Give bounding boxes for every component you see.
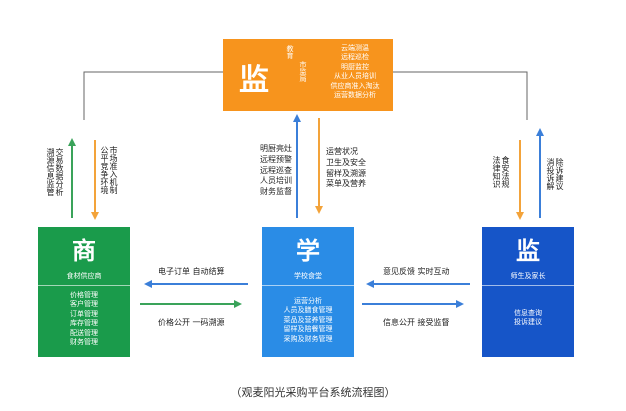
school-list-item: 运营分析 bbox=[294, 297, 322, 305]
supplier-list-item: 订单管理 bbox=[70, 309, 98, 318]
top-list-item: 供应商准入淘汰 bbox=[330, 81, 380, 90]
connector-top-right bbox=[393, 71, 528, 120]
right-bottom-h-label: 信息公开 接受监督 bbox=[383, 318, 450, 327]
supplier-list-item: 客户管理 bbox=[70, 300, 98, 309]
top-list-item: 云端测温 bbox=[341, 44, 369, 52]
center-up-item: 远程巡查 bbox=[260, 165, 292, 175]
parents-box-char: 监 bbox=[516, 237, 540, 265]
right-down-label: 食安法规 法律知识 bbox=[492, 156, 510, 188]
supplier-box-char: 商 bbox=[72, 237, 96, 265]
school-list-item: 留样及陪餐管理 bbox=[283, 325, 333, 334]
center-down-label: 运营状况 卫生及安全 留样及溯源 菜单及营养 bbox=[326, 147, 382, 190]
top-side-label-0: 教育 bbox=[286, 45, 294, 59]
school-list-item: 人员及膳食管理 bbox=[283, 306, 333, 315]
school-box-list: 运营分析 人员及膳食管理 菜品及营养管理 留样及陪餐管理 采购及财务管理 bbox=[262, 297, 354, 344]
left-up-col: 溯源信息监管 bbox=[46, 148, 55, 196]
center-up-label: 明厨亮灶 远程预警 远程巡查 人员培训 财务监督 bbox=[232, 144, 292, 198]
school-box-title: 学校食堂 bbox=[294, 272, 322, 280]
top-supervision-box: 监 教育 市监局 云端测温 远程巡检 明厨监控 从业人员培训 供应商准入淘汰 运… bbox=[223, 39, 393, 111]
top-list-item: 运营数据分析 bbox=[334, 91, 376, 100]
left-down-label: 市场准入机制 公平竞争环境 bbox=[100, 146, 118, 194]
top-list-item: 明厨监控 bbox=[341, 62, 369, 71]
school-box-divider bbox=[262, 285, 354, 286]
school-list-item: 菜品及营养管理 bbox=[283, 315, 333, 324]
supplier-box-title: 食材供应商 bbox=[66, 272, 102, 280]
school-list-item: 采购及财务管理 bbox=[283, 334, 333, 343]
supplier-box-divider bbox=[38, 285, 130, 286]
center-down-item: 卫生及安全 bbox=[326, 157, 366, 167]
parents-box-divider bbox=[482, 285, 574, 286]
center-down-item: 菜单及营养 bbox=[326, 179, 366, 189]
left-up-col: 交易数据分析 bbox=[55, 148, 64, 196]
top-box-list: 云端测温 远程巡检 明厨监控 从业人员培训 供应商准入淘汰 运营数据分析 bbox=[319, 44, 391, 101]
parents-list-item: 信息查询 bbox=[514, 309, 542, 317]
supplier-box: 商 食材供应商 价格管理 客户管理 订单管理 库存管理 配送管理 财务管理 bbox=[38, 227, 130, 357]
center-up-item: 明厨亮灶 bbox=[260, 144, 292, 153]
center-up-item: 人员培训 bbox=[260, 176, 292, 186]
right-down-col: 法律知识 bbox=[492, 156, 501, 188]
right-down-col: 食安法规 bbox=[501, 156, 510, 188]
supplier-box-list: 价格管理 客户管理 订单管理 库存管理 配送管理 财务管理 bbox=[38, 291, 130, 348]
center-up-item: 财务监督 bbox=[260, 187, 292, 197]
connector-top-left bbox=[83, 71, 223, 120]
parents-box-list: 信息查询 投诉建议 bbox=[482, 309, 574, 328]
left-top-h-label: 电子订单 自动结算 bbox=[158, 267, 225, 276]
supplier-list-item: 价格管理 bbox=[70, 291, 98, 299]
right-up-col: 除诉建议 bbox=[555, 158, 564, 190]
supplier-list-item: 库存管理 bbox=[70, 319, 98, 328]
top-box-char: 监 bbox=[239, 63, 269, 98]
supplier-list-item: 财务管理 bbox=[70, 338, 98, 347]
left-down-col: 公平竞争环境 bbox=[100, 146, 109, 194]
top-list-item: 从业人员培训 bbox=[334, 72, 376, 81]
school-canteen-box: 学 学校食堂 运营分析 人员及膳食管理 菜品及营养管理 留样及陪餐管理 采购及财… bbox=[262, 227, 354, 357]
right-top-h-label: 意见反馈 实时互动 bbox=[383, 267, 450, 276]
top-box-side-labels: 教育 市监局 bbox=[285, 45, 308, 105]
right-up-label: 除诉建议 消投诉解 bbox=[546, 158, 564, 190]
supplier-list-item: 配送管理 bbox=[70, 328, 98, 337]
left-down-col: 市场准入机制 bbox=[109, 146, 118, 194]
center-down-item: 留样及溯源 bbox=[326, 168, 366, 178]
left-up-label: 交易数据分析 溯源信息监管 bbox=[46, 148, 64, 196]
parents-list-item: 投诉建议 bbox=[514, 318, 542, 327]
parents-box: 监 师生及家长 信息查询 投诉建议 bbox=[482, 227, 574, 357]
caption: （观麦阳光采购平台系统流程图） bbox=[230, 386, 396, 399]
school-box-char: 学 bbox=[296, 237, 320, 265]
center-down-item: 运营状况 bbox=[326, 147, 358, 156]
parents-box-title: 师生及家长 bbox=[510, 272, 546, 280]
top-side-label-1: 市监局 bbox=[299, 61, 307, 82]
center-up-item: 远程预警 bbox=[260, 154, 292, 164]
top-list-item: 远程巡检 bbox=[341, 53, 369, 62]
right-up-col: 消投诉解 bbox=[546, 158, 555, 190]
left-bottom-h-label: 价格公开 一码溯源 bbox=[158, 318, 225, 327]
